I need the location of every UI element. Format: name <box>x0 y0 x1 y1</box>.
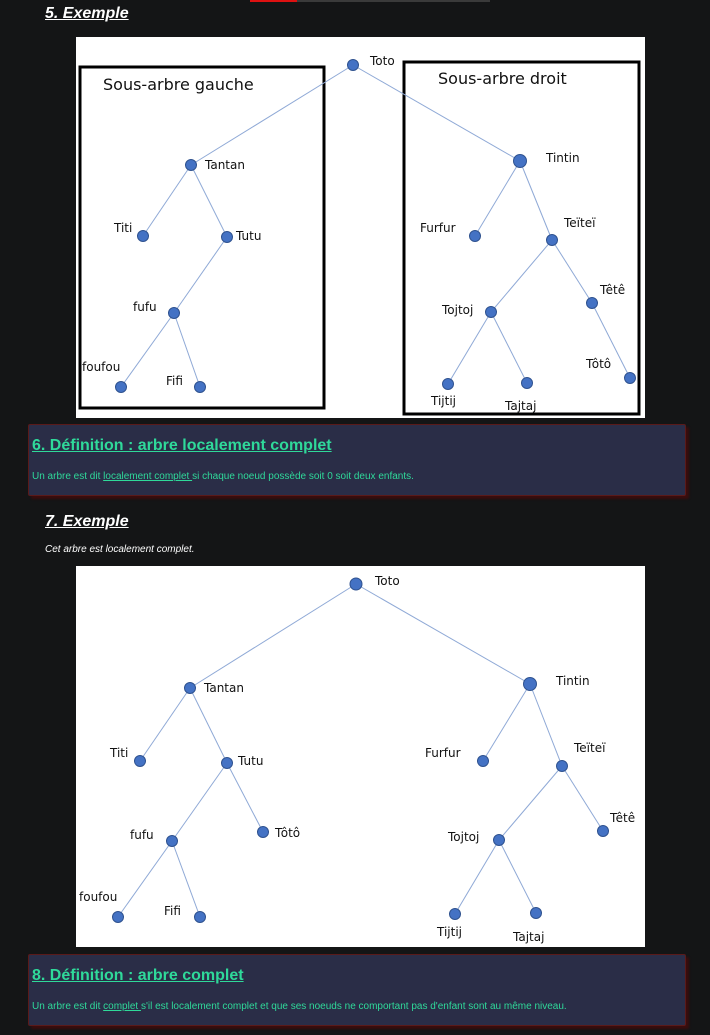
node-label-fufu: fufu <box>133 300 157 314</box>
tree-diagram-1: Sous-arbre gauche Sous-arbre droit <box>78 54 641 416</box>
node-label-tijtij: Tijtij <box>430 394 456 408</box>
tree2-node-titi <box>134 755 146 767</box>
tree-figure-2: Toto Tantan Tintin Titi Tutu Furfur Teït… <box>76 566 645 947</box>
node2-label-fifi: Fifi <box>164 904 181 918</box>
node-label-tajtaj: Tajtaj <box>504 399 536 413</box>
tree-node-tete <box>586 297 598 309</box>
tree2-node-tete <box>597 825 609 837</box>
tree-node-foufou <box>115 381 127 393</box>
node-label-toto: Toto <box>369 54 395 68</box>
tree2-node-furfur <box>477 755 489 767</box>
node-label-tete: Têtê <box>599 283 625 297</box>
node2-label-tijtij: Tijtij <box>436 925 462 939</box>
tree-node-teitei <box>546 234 558 246</box>
tree-node-tutu <box>221 231 233 243</box>
definition-6-box: 6. Définition : arbre localement complet… <box>28 424 686 496</box>
tree2-node-toto-accent <box>257 826 269 838</box>
node2-label-tintin: Tintin <box>555 674 590 688</box>
tree2-node-fufu <box>166 835 178 847</box>
definition-8-title: 8. Définition : arbre complet <box>32 967 244 984</box>
tree-node-fufu <box>168 307 180 319</box>
tree2-node-tutu <box>221 757 233 769</box>
right-subtree-box <box>402 60 641 416</box>
tree-node-tantan <box>185 159 197 171</box>
node-label-titi: Titi <box>113 221 132 235</box>
node2-label-titi: Titi <box>109 746 128 760</box>
definition-8-box: 8. Définition : arbre complet Un arbre e… <box>28 954 686 1026</box>
node2-label-toto: Toto <box>374 574 400 588</box>
tree2-node-fifi <box>194 911 206 923</box>
node-label-tojtoj: Tojtoj <box>441 303 473 317</box>
node2-label-tantan: Tantan <box>203 681 244 695</box>
top-tab-indicator <box>250 0 297 2</box>
left-subtree-box <box>78 65 326 410</box>
node2-label-tutu: Tutu <box>237 754 263 768</box>
tree-node-tajtaj <box>521 377 533 389</box>
node-label-tutu: Tutu <box>235 229 261 243</box>
tree-node-titi <box>137 230 149 242</box>
tree-node-fifi <box>194 381 206 393</box>
node-label-fifi: Fifi <box>166 374 183 388</box>
tree-node-furfur <box>469 230 481 242</box>
node2-label-tete: Têtê <box>609 811 635 825</box>
definition-8-term: complet <box>103 1001 141 1012</box>
tree-node-toto-accent <box>624 372 636 384</box>
node-label-teitei: Teïteï <box>563 216 596 230</box>
node-label-tantan: Tantan <box>204 158 245 172</box>
definition-6-title: 6. Définition : arbre localement complet <box>32 437 332 454</box>
node2-label-tajtaj: Tajtaj <box>512 930 544 944</box>
top-tab-strip <box>297 0 490 2</box>
node-label-furfur: Furfur <box>420 221 456 235</box>
tree-node-tojtoj <box>485 306 497 318</box>
tree2-node-tijtij <box>449 908 461 920</box>
node2-label-tojtoj: Tojtoj <box>447 830 479 844</box>
tree-node-tintin <box>513 154 527 168</box>
tree-edges-2 <box>117 583 604 918</box>
definition-8-text: Un arbre est dit complet s'il est locale… <box>32 1001 567 1012</box>
tree2-node-tantan <box>184 682 196 694</box>
section-7-note: Cet arbre est localement complet. <box>45 544 195 555</box>
node2-label-fufu: fufu <box>130 828 154 842</box>
tree2-node-toto <box>349 577 363 591</box>
node2-label-furfur: Furfur <box>425 746 461 760</box>
tree-figure-1: Sous-arbre gauche Sous-arbre droit <box>76 37 645 418</box>
definition-6-text: Un arbre est dit localement complet si c… <box>32 471 414 482</box>
node2-label-teitei: Teïteï <box>573 741 606 755</box>
tree-node-tijtij <box>442 378 454 390</box>
tree-diagram-2: Toto Tantan Tintin Titi Tutu Furfur Teït… <box>79 574 635 944</box>
tree-edges <box>120 64 631 388</box>
tree2-node-teitei <box>556 760 568 772</box>
node-label-toto-accent: Tôtô <box>585 357 611 371</box>
right-subtree-label: Sous-arbre droit <box>438 69 567 88</box>
node-label-tintin: Tintin <box>545 151 580 165</box>
node-label-foufou: foufou <box>82 360 120 374</box>
left-subtree-label: Sous-arbre gauche <box>103 75 254 94</box>
tree-node-toto <box>347 59 359 71</box>
tree2-node-tintin <box>523 677 537 691</box>
tree2-node-tajtaj <box>530 907 542 919</box>
tree2-node-tojtoj <box>493 834 505 846</box>
section-5-title: 5. Exemple <box>45 5 129 22</box>
node2-label-foufou: foufou <box>79 890 117 904</box>
section-7-title: 7. Exemple <box>45 513 129 530</box>
node2-label-toto-accent: Tôtô <box>274 826 300 840</box>
tree2-node-foufou <box>112 911 124 923</box>
definition-6-term: localement complet <box>103 471 193 482</box>
